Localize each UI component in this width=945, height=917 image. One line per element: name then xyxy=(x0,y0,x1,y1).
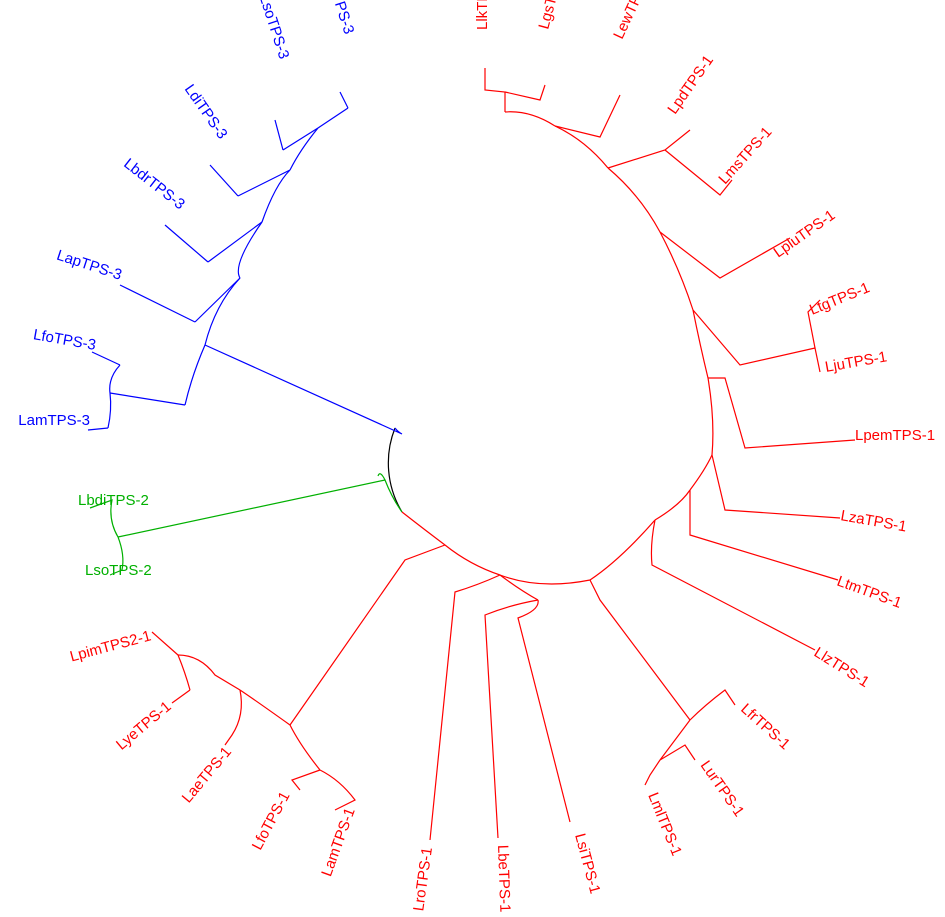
tip-label-tps1-10: LtmTPS-1 xyxy=(835,573,904,612)
tip-labels: LrfTPS-3 LsoTPS-3LdiTPS-3LbdrTPS-3LapTPS-… xyxy=(18,0,935,913)
tip-label-tps1-11: LlzTPS-1 xyxy=(811,644,872,691)
root-arc xyxy=(387,427,403,513)
tip-label-tps3-5: LfoTPS-3 xyxy=(32,326,97,354)
tip-label-tps1-5: LpluTPS-1 xyxy=(771,207,839,262)
tip-label-tps3-6: LamTPS-3 xyxy=(18,412,90,429)
tip-label-tps1-0: LlkTPS-1 xyxy=(474,0,491,30)
tip-label-tps2-1: LsoTPS-2 xyxy=(85,562,152,579)
tip-label-tps1-12: LfrTPS-1 xyxy=(737,700,793,753)
tip-label-tps1-20: LaeTPS-1 xyxy=(179,744,235,807)
tip-label-tps1-3: LpdTPS-1 xyxy=(664,52,717,117)
tip-label-tps1-1: LgsTPS-1 xyxy=(535,0,569,31)
tip-label-tps1-14: LmlTPS-1 xyxy=(644,790,685,858)
tip-label-tps3-0: LrfTPS-3 xyxy=(323,0,358,36)
tip-label-tps1-4: LmsTPS-1 xyxy=(715,124,775,188)
tps1-branches xyxy=(151,68,856,841)
tip-label-tps1-9: LzaTPS-1 xyxy=(839,507,908,535)
tip-label-tps1-2: LewTPS-1 xyxy=(610,0,655,42)
tip-label-tps1-16: LbeTPS-1 xyxy=(494,845,513,913)
tip-label-tps3-2: LdiTPS-3 xyxy=(181,81,231,142)
tip-label-tps3-4: LapTPS-3 xyxy=(55,247,124,284)
tip-label-tps1-6: LtgTPS-1 xyxy=(807,279,872,319)
tip-label-tps1-17: LroTPS-1 xyxy=(410,846,436,912)
tip-label-tps1-21: LyeTPS-1 xyxy=(113,698,175,754)
tip-label-tps1-8: LpemTPS-1 xyxy=(855,427,935,444)
tip-label-tps1-7: LjuTPS-1 xyxy=(824,348,889,376)
tip-label-tps1-19: LfoTPS-1 xyxy=(249,789,294,853)
tip-label-tps3-1: LsoTPS-3 xyxy=(256,0,293,61)
tip-label-tps1-13: LurTPS-1 xyxy=(697,758,748,820)
tps3-branches xyxy=(87,91,403,435)
tip-label-tps3-3: LbdrTPS-3 xyxy=(120,155,188,213)
tip-label-tps1-18: LamTPS-1 xyxy=(318,806,358,879)
tps2-branches xyxy=(89,473,403,576)
tip-label-tps1-22: LpimTPS2-1 xyxy=(68,627,153,665)
tree-branches xyxy=(87,68,856,841)
tip-label-tps2-0: LbdiTPS-2 xyxy=(78,492,149,509)
tip-label-tps1-15: LsiTPS-1 xyxy=(571,832,603,896)
